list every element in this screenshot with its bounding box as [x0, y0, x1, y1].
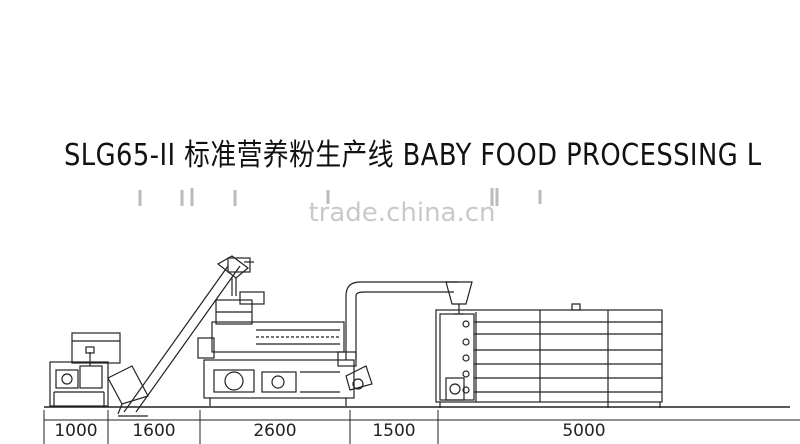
- faded-marks: [138, 188, 542, 206]
- dryer-machine: [435, 303, 663, 408]
- dimension-lines: [43, 410, 800, 444]
- pneumatic-conveyor-pipe: [345, 281, 473, 360]
- dimension-label: 2600: [253, 421, 297, 441]
- dimension-label: 1000: [54, 421, 98, 441]
- dimension-label: 1600: [132, 421, 176, 441]
- dimension-label: 5000: [562, 421, 606, 441]
- watermark-text: trade.china.cn: [308, 198, 496, 228]
- extruder-machine: [197, 291, 373, 406]
- mixer-machine: [49, 332, 121, 407]
- screw-conveyor: [118, 255, 254, 417]
- page-title: SLG65-II 标准营养粉生产线 BABY FOOD PROCESSING L: [64, 138, 762, 173]
- dimension-label: 1500: [372, 421, 416, 441]
